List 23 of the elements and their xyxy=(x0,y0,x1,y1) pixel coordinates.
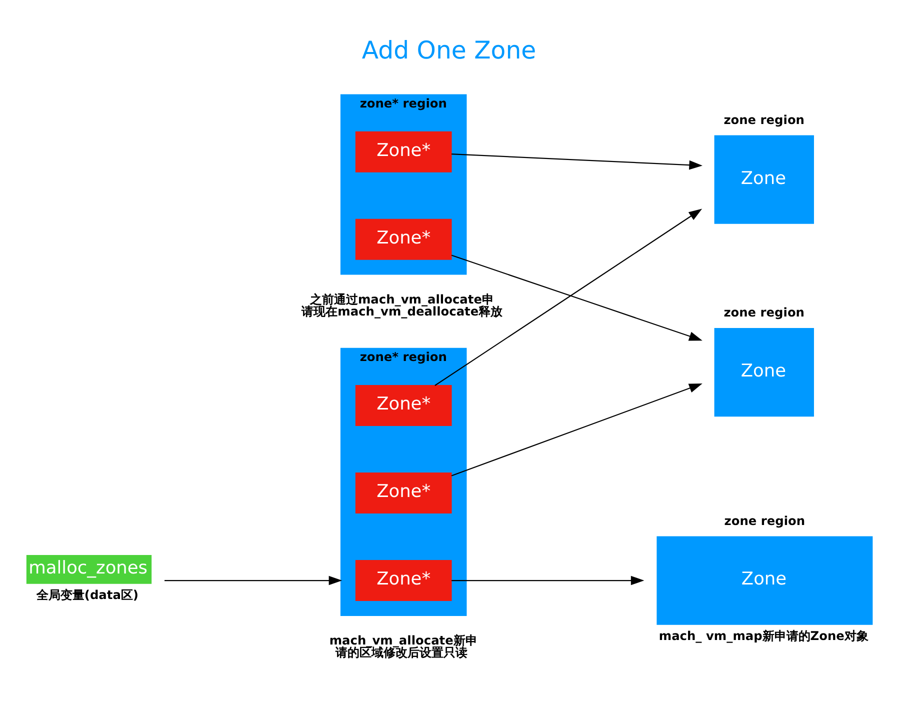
node-box: Zone* xyxy=(355,218,452,260)
node-box: malloc_zones xyxy=(26,555,152,584)
diagram-title: Add One Zone xyxy=(362,35,536,64)
node-label: zone region xyxy=(724,306,804,320)
arrow xyxy=(452,576,644,586)
node-label: 之前通过mach_vm_allocate申请现在mach_vm_deallocate释放 xyxy=(302,292,503,319)
node-box: Zone* xyxy=(355,560,452,602)
node-label: zone region xyxy=(724,112,804,127)
arrow xyxy=(452,153,702,170)
arrow xyxy=(451,254,702,341)
node-box: Zone* xyxy=(355,385,452,426)
node-box: Zone xyxy=(714,328,814,417)
node-label: zone region xyxy=(724,514,806,528)
arrow xyxy=(164,576,342,586)
node-box: Zone xyxy=(656,536,873,625)
node-box: Zone xyxy=(714,135,814,224)
node-label: mach_ vm_map新申请的Zone对象 xyxy=(658,629,868,644)
node-label: 全局变量(data区) xyxy=(36,588,138,602)
arrow xyxy=(451,384,702,476)
arrow xyxy=(434,208,702,386)
node-box: Zone* xyxy=(355,472,452,514)
node-box: Zone* xyxy=(355,131,452,172)
node-label: mach_vm_allocate新申请的区域修改后设置只读 xyxy=(329,634,478,660)
